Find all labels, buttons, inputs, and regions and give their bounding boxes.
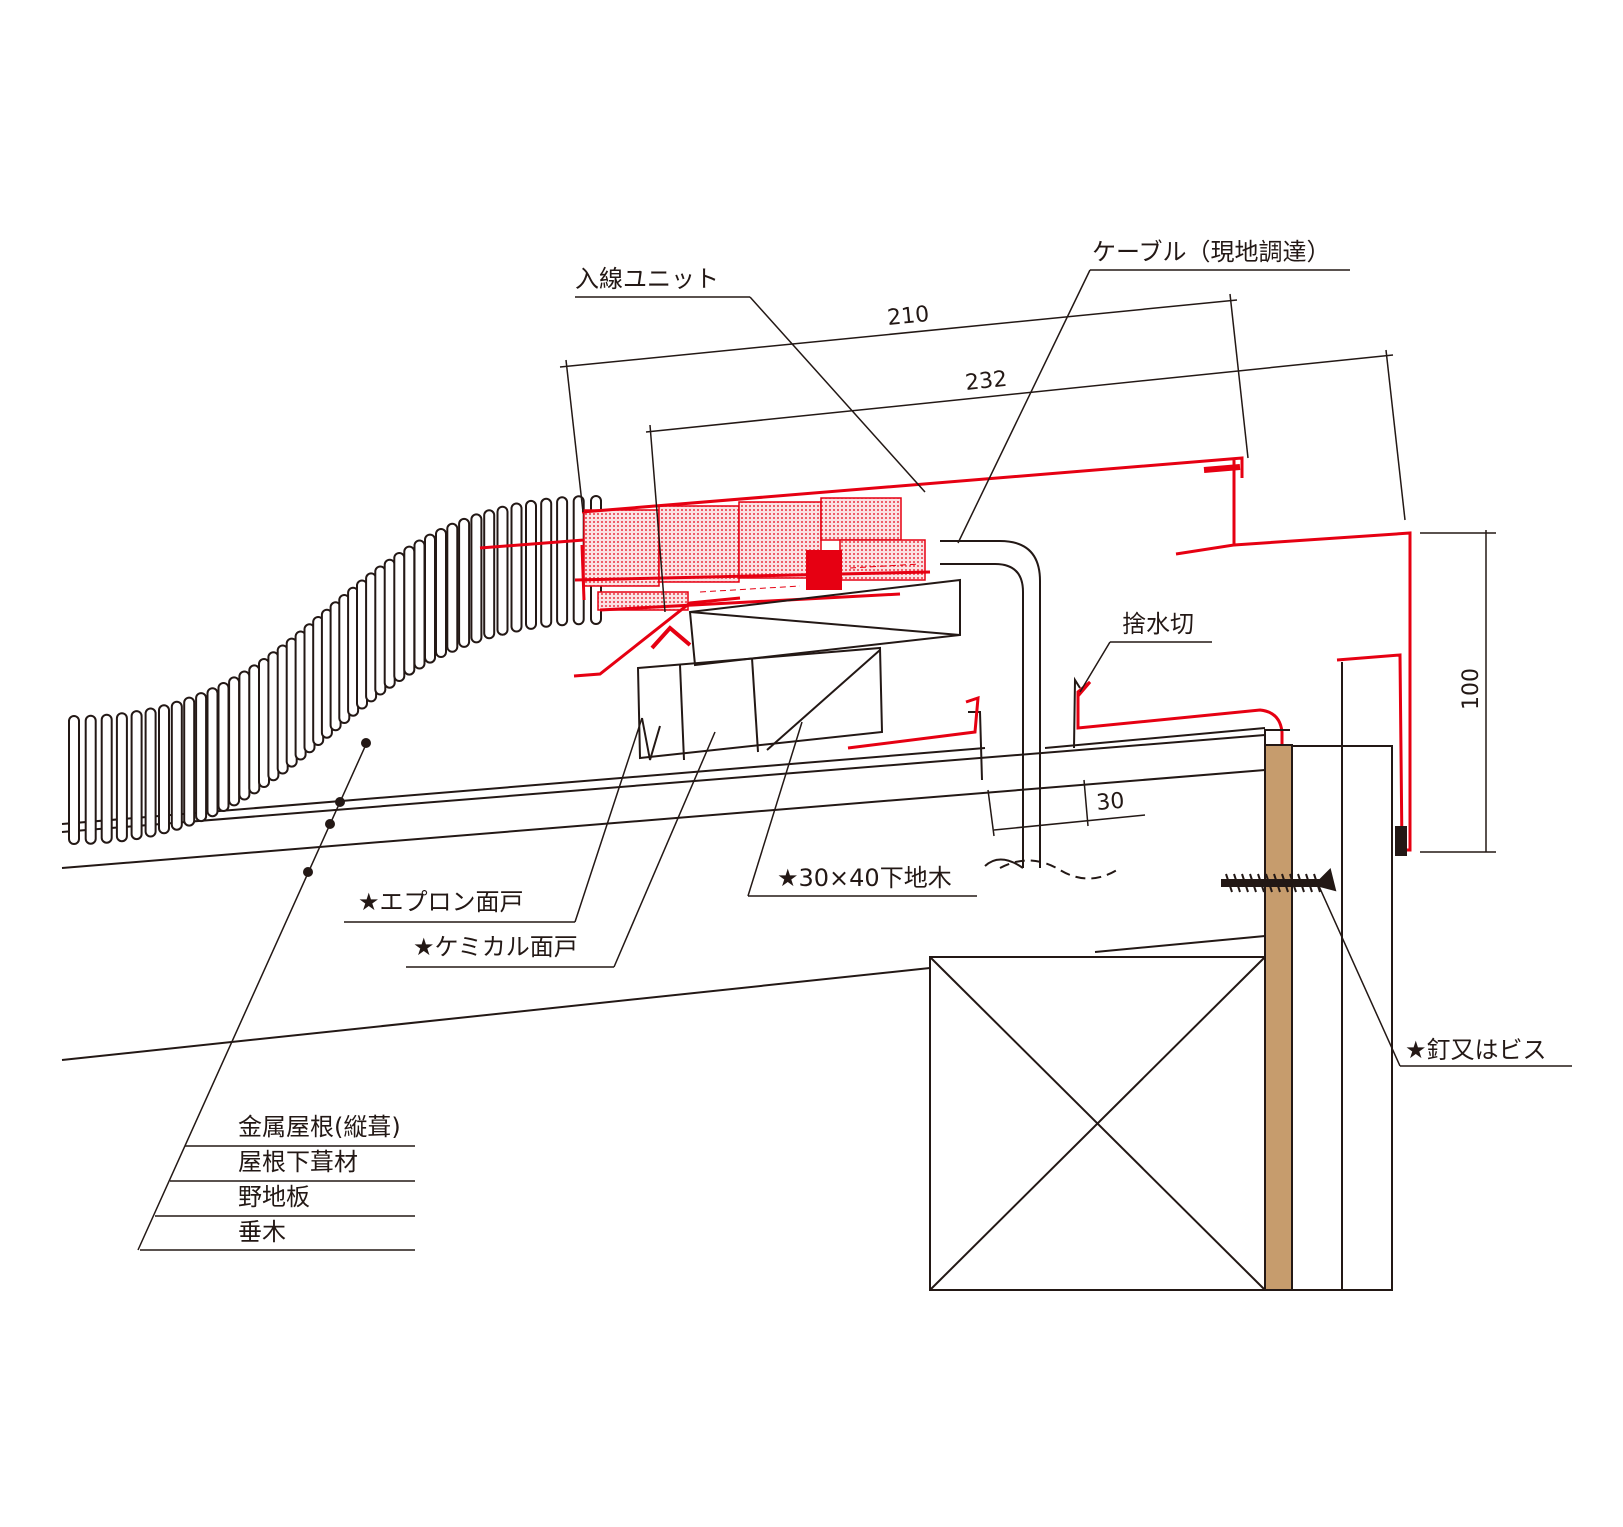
hose-ring	[556, 496, 569, 627]
hose-ring	[446, 522, 459, 653]
dimension-lines	[137, 269, 1572, 1251]
hose-ring	[496, 505, 509, 636]
sheathing-bottom-line	[61, 769, 1266, 869]
screw-thread-line	[1241, 873, 1249, 893]
apron-seal-block	[636, 646, 884, 760]
layer-label-underlayment: 屋根下葺材	[238, 1148, 358, 1176]
screw-thread-line	[1281, 873, 1289, 893]
screw-thread-line	[1257, 873, 1265, 893]
hose-ring	[170, 700, 183, 831]
hose-ring	[115, 712, 128, 843]
layer-label-metal-roof: 金属屋根(縦葺)	[238, 1113, 401, 1141]
dim-232: 232	[964, 367, 1008, 396]
leader-dot	[335, 797, 345, 807]
label-inlet-unit: 入線ユニット	[575, 265, 719, 293]
hose-ring	[458, 517, 471, 648]
leader-dot	[303, 867, 313, 877]
corrugated-hose	[68, 495, 602, 845]
rafter-bottom-line-right	[1094, 935, 1266, 953]
screw-thread-line	[1273, 873, 1281, 893]
beam	[929, 956, 1266, 1291]
unit-block	[658, 505, 740, 583]
layer-label-rafter: 垂木	[238, 1218, 286, 1246]
hose-ring	[206, 687, 219, 818]
screw-thread-line	[1225, 873, 1233, 893]
hose-ring	[158, 704, 170, 835]
hose-ring	[540, 497, 553, 628]
flashing-red	[847, 531, 1412, 856]
hose-ring	[144, 707, 157, 838]
layer-leader-dots	[303, 738, 371, 877]
fascia	[1264, 662, 1393, 1291]
layer-label-sheathing: 野地板	[238, 1183, 310, 1211]
roof-surface-line-right	[1044, 727, 1266, 749]
unit-block	[820, 497, 902, 541]
hose-ring	[470, 513, 483, 644]
inlet-unit	[479, 456, 1244, 678]
hose-ring	[183, 696, 196, 827]
label-chemical-seal: ★ケミカル面戸	[413, 933, 578, 961]
hose-ring	[413, 539, 426, 670]
label-cable: ケーブル（現地調達）	[1092, 238, 1331, 266]
hose-ring	[100, 713, 113, 844]
hose-ring	[228, 676, 241, 807]
screw-thread-line	[1289, 873, 1297, 893]
screw	[1221, 868, 1337, 893]
leader-dot	[361, 738, 371, 748]
hose-ring	[424, 533, 436, 664]
hose-ring	[68, 715, 80, 845]
hose-ring	[483, 509, 496, 640]
screw-thread-line	[1305, 873, 1313, 893]
hose-ring	[238, 670, 251, 801]
hose-ring	[403, 545, 416, 676]
unit-core	[806, 550, 842, 590]
screw-thread-line	[1313, 873, 1321, 893]
hose-ring	[393, 552, 406, 682]
label-apron-seal: ★エプロン面戸	[358, 888, 524, 916]
hose-ring	[248, 664, 261, 795]
fascia-board	[1264, 744, 1293, 1291]
label-furring: ★30×40下地木	[777, 864, 952, 892]
hose-ring	[435, 528, 447, 658]
roof-structure	[61, 727, 1266, 1061]
screw-thread-line	[1249, 873, 1257, 893]
hose-ring	[130, 710, 143, 841]
cable	[940, 540, 1121, 880]
hose-ring	[84, 714, 97, 845]
label-flashing: 捨水切	[1122, 610, 1194, 638]
dim-210: 210	[886, 302, 930, 331]
hose-ring	[383, 558, 396, 689]
unit-block	[583, 509, 660, 587]
hose-ring	[195, 692, 208, 823]
hose-ring	[217, 682, 230, 812]
dim-100: 100	[1459, 668, 1484, 710]
unit-base	[574, 570, 931, 582]
screw-thread-line	[1297, 873, 1305, 893]
seal-blocks	[636, 578, 1081, 781]
screw-thread-line	[1265, 873, 1273, 893]
screw-thread-line	[1233, 873, 1241, 893]
hose-ring	[510, 502, 523, 633]
label-nail-screw: ★釘又はビス	[1405, 1036, 1547, 1064]
rafter-bottom-line	[61, 967, 931, 1061]
leader-dot	[325, 819, 335, 829]
underlayment-line	[61, 734, 1266, 833]
dim-30: 30	[1095, 789, 1125, 816]
hose-ring	[525, 499, 537, 630]
